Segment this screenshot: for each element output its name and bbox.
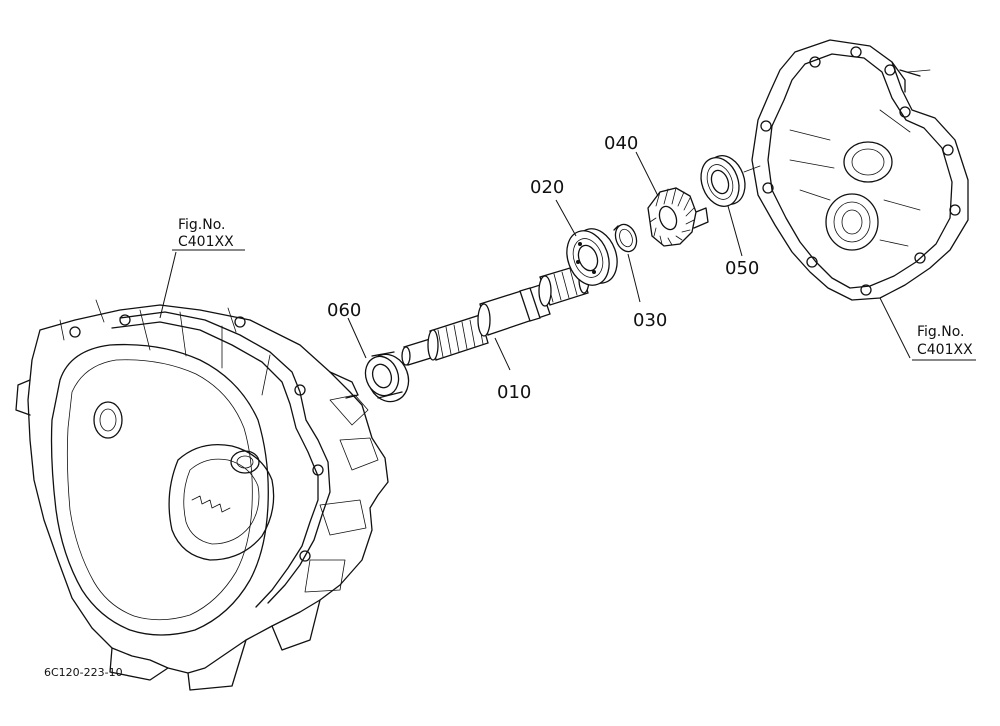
shaft-010-drawing xyxy=(401,264,590,366)
bearing-020-drawing xyxy=(566,228,618,286)
drawing-code: 6C120-223-10 xyxy=(44,666,123,679)
circlip-030-drawing xyxy=(613,223,638,253)
part-label-020: 020 xyxy=(530,177,564,198)
part-label-030: 030 xyxy=(633,310,667,331)
part-label-050: 050 xyxy=(725,258,759,279)
right-housing-drawing xyxy=(751,39,969,301)
gear-040-drawing xyxy=(647,187,709,247)
bearing-050-drawing xyxy=(700,155,746,207)
seal-060-drawing xyxy=(364,351,410,403)
leader-lines xyxy=(159,151,976,371)
part-label-040: 040 xyxy=(604,133,638,154)
right-fig-ref-code: C401XX xyxy=(917,342,973,358)
left-housing-drawing xyxy=(15,299,389,691)
left-fig-ref-label: Fig.No. xyxy=(178,217,226,233)
part-label-060: 060 xyxy=(327,300,361,321)
right-fig-ref-label: Fig.No. xyxy=(917,324,965,340)
left-fig-ref-code: C401XX xyxy=(178,234,234,250)
part-label-010: 010 xyxy=(497,382,531,403)
